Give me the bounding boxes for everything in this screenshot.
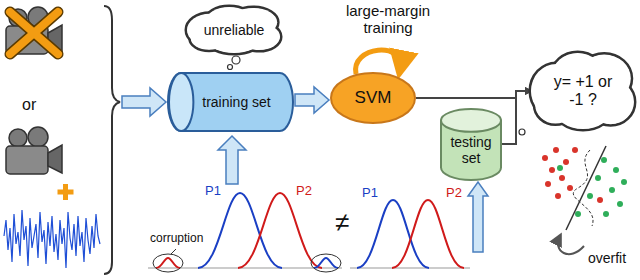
text-label: large-margin training — [332, 2, 444, 37]
red-dots — [542, 147, 603, 203]
data-cylinder: testing set — [440, 108, 502, 180]
thought-dot — [228, 65, 233, 70]
scatter-plot — [542, 146, 627, 254]
leader-line — [171, 249, 176, 254]
camera-body — [6, 146, 48, 174]
node-label: unreliable — [204, 22, 265, 38]
camera-icon — [6, 7, 62, 54]
green-dots — [557, 157, 627, 217]
noise-signal — [4, 210, 100, 268]
svm-ellipse: SVM — [330, 72, 416, 124]
corruption-ring — [311, 254, 341, 272]
cylinder-body — [168, 73, 293, 131]
separator-line — [566, 146, 606, 230]
plus-symbol — [58, 184, 74, 200]
node-label: y= +1 or -1 ? — [546, 73, 621, 110]
camera-reel — [9, 129, 27, 147]
cross-mark — [10, 12, 58, 54]
data-cylinder: training set — [168, 72, 293, 132]
curly-brace — [104, 6, 120, 274]
text-label: or — [22, 96, 36, 114]
cross-mark — [10, 12, 58, 54]
block-arrow — [218, 136, 246, 184]
text-label: P2 — [446, 186, 462, 201]
cross-mark — [10, 12, 58, 54]
thought-bubble: unreliable — [186, 6, 282, 54]
baseline — [350, 268, 470, 269]
cylinder-cap — [169, 73, 193, 131]
node-text-group: SVM — [355, 88, 392, 108]
node-text-group: y= +1 or -1 ? — [546, 73, 621, 110]
connector-line — [416, 91, 532, 98]
text-label: P2 — [296, 184, 312, 199]
cylinder-cap — [441, 109, 501, 132]
corruption-bump — [156, 258, 180, 268]
overfit-boundary — [573, 150, 593, 226]
text-label: P1 — [362, 186, 378, 201]
node-label: testing set — [445, 134, 498, 166]
p2-curve — [238, 193, 322, 268]
distribution-plot — [148, 193, 342, 272]
node-label: SVM — [355, 88, 392, 108]
node-label: training set — [202, 94, 270, 110]
loop-arrow — [356, 50, 401, 74]
text-label: P1 — [205, 184, 221, 199]
camera-lens — [48, 145, 62, 173]
block-arrow — [295, 87, 329, 113]
plus-bar — [58, 190, 74, 195]
corruption-bump — [314, 258, 338, 268]
p1-curve — [198, 193, 282, 268]
block-arrow — [122, 88, 166, 116]
p1-curve — [357, 200, 429, 268]
node-text-group: testing set — [445, 134, 498, 166]
corruption-ring — [153, 254, 183, 272]
text-label: overfit — [588, 250, 626, 266]
connector-line — [502, 91, 532, 144]
thought-bubble: y= +1 or -1 ? — [530, 52, 636, 130]
block-arrow — [468, 182, 488, 252]
curved-arrow — [558, 236, 584, 254]
ellipse-shape — [331, 73, 415, 123]
camera-reel — [28, 127, 48, 147]
node-text-group: training set — [202, 94, 270, 110]
distribution-plot — [350, 200, 470, 268]
text-label: corruption — [150, 232, 203, 246]
camera-icon — [6, 127, 62, 174]
text-label: ≠ — [335, 208, 349, 238]
p2-curve — [392, 200, 464, 268]
thought-dot — [232, 56, 240, 64]
node-text-group: unreliable — [204, 22, 265, 38]
thought-dot — [519, 129, 525, 135]
cross-mark — [10, 12, 58, 54]
